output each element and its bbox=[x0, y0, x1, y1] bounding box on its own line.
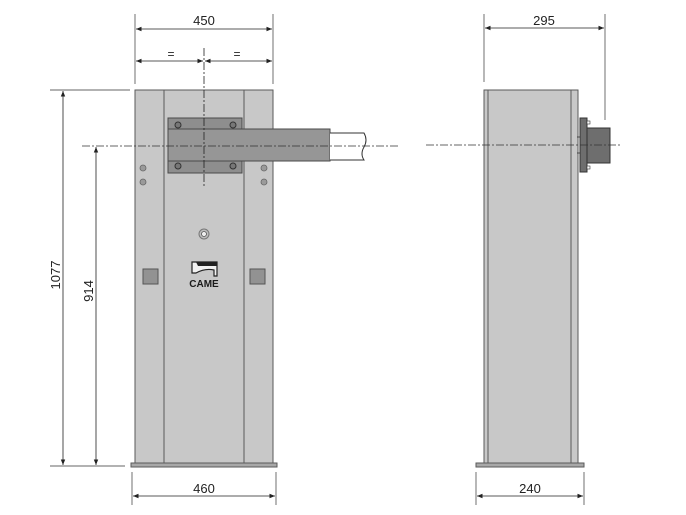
screw-icon bbox=[260, 164, 268, 172]
bolt-icon bbox=[586, 120, 591, 125]
dimension-depth-top: 295 bbox=[533, 13, 555, 28]
vent-left bbox=[142, 268, 159, 285]
barrier-arm-boom bbox=[330, 132, 367, 161]
equal-mark-left: = bbox=[167, 47, 174, 61]
bolt-icon bbox=[586, 165, 591, 170]
side-view: 295 240 bbox=[426, 13, 620, 505]
dimension-width-base: 460 bbox=[193, 481, 215, 496]
equal-mark-right: = bbox=[233, 47, 240, 61]
bolt-icon bbox=[174, 121, 182, 129]
vent-right bbox=[249, 268, 266, 285]
side-base-plate bbox=[475, 462, 585, 468]
barrier-arm-housing bbox=[167, 128, 331, 162]
came-logo-icon bbox=[191, 261, 218, 277]
screw-icon bbox=[139, 178, 147, 186]
bolt-icon bbox=[229, 162, 237, 170]
bolt-icon bbox=[229, 121, 237, 129]
dimension-depth-base: 240 bbox=[519, 481, 541, 496]
arm-hub bbox=[586, 127, 611, 164]
brand-logo-text: CAME bbox=[189, 279, 219, 290]
base-plate bbox=[130, 462, 278, 468]
front-view: CAME 450 = = 1077 914 460 bbox=[48, 13, 400, 505]
screw-icon bbox=[139, 164, 147, 172]
side-cabinet-body bbox=[483, 89, 579, 464]
bolt-icon bbox=[174, 162, 182, 170]
screw-icon bbox=[260, 178, 268, 186]
lock-icon bbox=[198, 228, 210, 240]
dimension-width-top: 450 bbox=[193, 13, 215, 28]
dimension-height-axis: 914 bbox=[81, 280, 96, 302]
dimension-height-total: 1077 bbox=[48, 261, 63, 290]
